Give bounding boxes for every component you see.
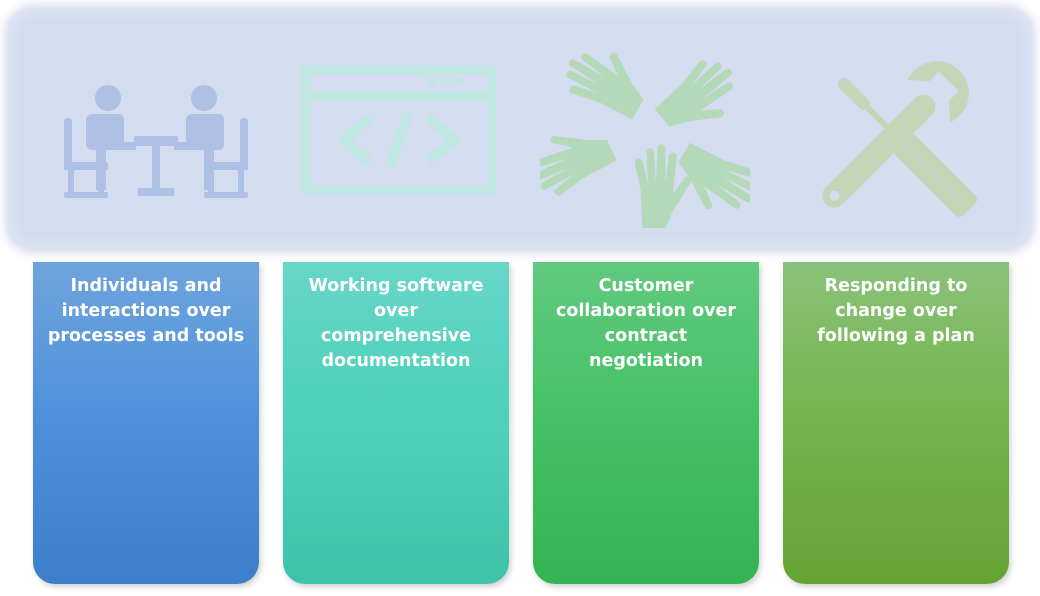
card-line: change over [835,301,957,321]
collaborating-hands-icon [540,40,750,230]
value-card-text: Customer collaboration over contract neg… [539,274,753,374]
value-card-working-software: Working software over comprehensive docu… [283,262,509,584]
value-card-customer-collaboration: Customer collaboration over contract neg… [533,262,759,584]
code-window-icon [300,40,510,230]
card-line: comprehensive [320,326,472,346]
value-card-text: Individuals and interactions over proces… [39,274,253,349]
card-line: Individuals and [70,276,222,296]
card-line: documentation [321,351,471,371]
card-line: negotiation [589,351,703,371]
card-line: collaboration over [555,301,737,321]
card-line: interactions over [61,301,231,321]
icon-band [10,10,1030,248]
card-line: contract [604,326,688,346]
card-line: Customer [598,276,694,296]
card-line: following a plan [817,326,975,346]
wrench-screwdriver-icon [790,40,1000,230]
meeting-people-icon [50,40,260,230]
card-line: Working software [308,276,484,296]
value-card-text: Working software over comprehensive docu… [289,274,503,374]
card-line: Responding to [824,276,968,296]
value-card-text: Responding to change over following a pl… [789,274,1003,349]
value-card-individuals: Individuals and interactions over proces… [33,262,259,584]
card-line: over [374,301,418,321]
value-card-responding-to-change: Responding to change over following a pl… [783,262,1009,584]
card-line: processes and tools [47,326,245,346]
